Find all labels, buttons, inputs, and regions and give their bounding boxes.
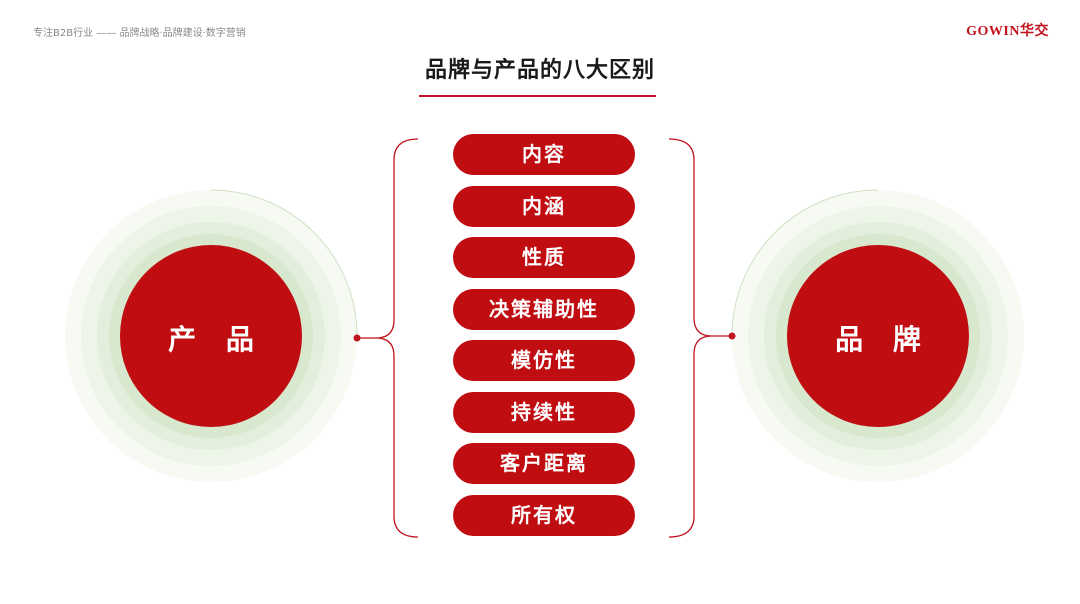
difference-item-decision-aid: 决策辅助性 xyxy=(453,289,635,330)
left-bracket xyxy=(375,138,419,538)
left-node-circle xyxy=(120,245,302,427)
header-tagline: 专注B2B行业 —— 品牌战略·品牌建设·数字营销 xyxy=(33,28,246,39)
right-node-circle xyxy=(787,245,969,427)
right-connector-dot xyxy=(728,332,736,340)
difference-item-imitability: 模仿性 xyxy=(453,340,635,381)
difference-item-nature: 性质 xyxy=(453,237,635,278)
left-node-label: 产 品 xyxy=(168,323,264,356)
brand-logo: GOWIN华交 xyxy=(966,24,1049,39)
title-underline xyxy=(419,95,656,97)
difference-item-continuity: 持续性 xyxy=(453,392,635,433)
right-node-label: 品 牌 xyxy=(835,323,931,356)
page-title: 品牌与产品的八大区别 xyxy=(424,58,655,83)
difference-item-content: 内容 xyxy=(453,134,635,175)
difference-item-ownership: 所有权 xyxy=(453,495,635,536)
right-bracket xyxy=(668,138,713,538)
difference-item-connotation: 内涵 xyxy=(453,186,635,227)
difference-item-customer-distance: 客户距离 xyxy=(453,443,635,484)
left-connector-dot xyxy=(353,334,361,342)
